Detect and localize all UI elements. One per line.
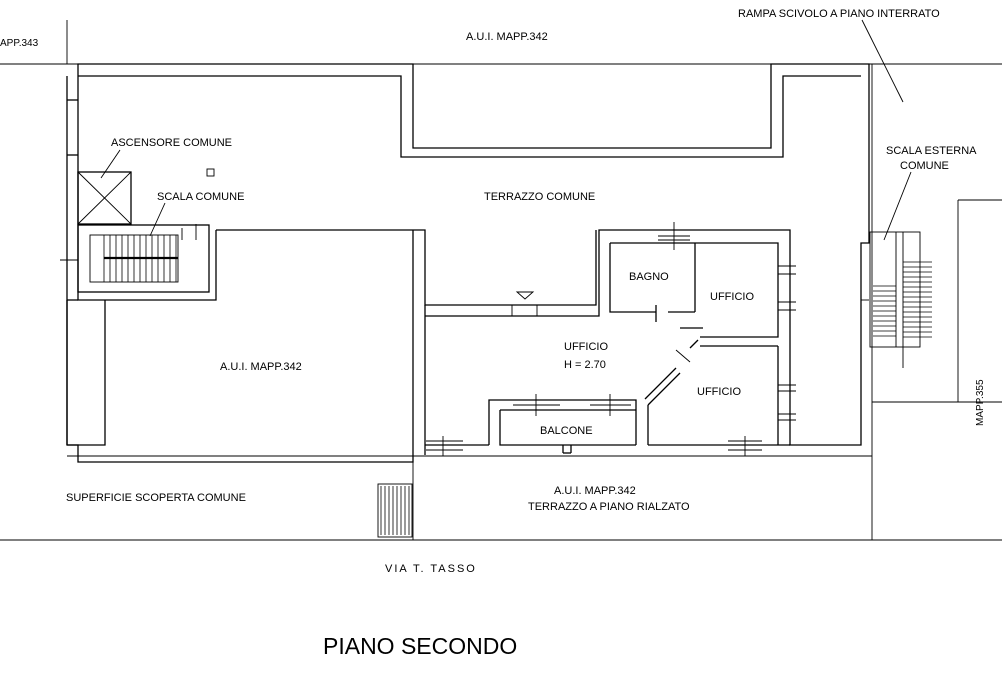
label-scala-esterna: SCALA ESTERNA: [886, 145, 977, 157]
label-aui-bottom: A.U.I. MAPP.342: [554, 485, 636, 497]
floor-title: PIANO SECONDO: [323, 633, 517, 659]
label-ufficio-1: UFFICIO: [710, 291, 754, 303]
elevator-shaft: [77, 168, 215, 225]
external-stair: [869, 231, 932, 368]
label-altezza: H = 2.70: [564, 359, 606, 371]
label-terrazzo-comune: TERRAZZO COMUNE: [484, 191, 595, 203]
street-name: VIA T. TASSO: [385, 563, 477, 575]
label-bagno: BAGNO: [629, 271, 669, 283]
label-terrazzo-rialzato: TERRAZZO A PIANO RIALZATO: [528, 501, 690, 513]
building-walls: [66, 63, 870, 463]
small-stair: [377, 483, 413, 538]
label-mapp343: APP.343: [0, 38, 39, 49]
leader-lines: [100, 19, 912, 241]
common-stair: [77, 224, 210, 293]
label-superficie: SUPERFICIE SCOPERTA COMUNE: [66, 492, 246, 504]
label-balcone: BALCONE: [540, 425, 593, 437]
label-rampa: RAMPA SCIVOLO A PIANO INTERRATO: [738, 8, 940, 20]
label-scala-comune: SCALA COMUNE: [157, 191, 244, 203]
label-aui-left: A.U.I. MAPP.342: [220, 361, 302, 373]
windows: [60, 222, 869, 456]
label-ufficio-2: UFFICIO: [697, 386, 741, 398]
label-scala-esterna-comune: COMUNE: [900, 160, 949, 172]
label-ascensore: ASCENSORE COMUNE: [111, 137, 232, 149]
label-mapp355: MAPP.355: [975, 379, 986, 426]
label-aui-top: A.U.I. MAPP.342: [466, 31, 548, 43]
label-ufficio-main: UFFICIO: [564, 341, 608, 353]
plan-labels: RAMPA SCIVOLO A PIANO INTERRATO APP.343 …: [0, 8, 986, 659]
